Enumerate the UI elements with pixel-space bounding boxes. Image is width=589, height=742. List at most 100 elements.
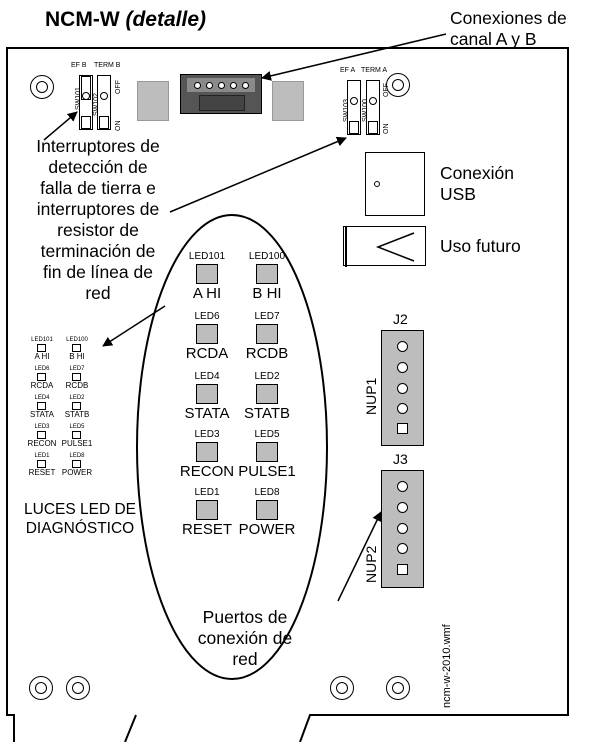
led-small-indicator	[37, 460, 46, 468]
led-small-indicator	[37, 431, 46, 439]
mounting-hole-top-right	[386, 73, 410, 97]
led-large-label: A HI	[192, 285, 222, 302]
mounting-hole-bottom-right-1	[330, 676, 354, 700]
led-large-label: RCDB	[245, 345, 289, 362]
led-small-indicator	[72, 402, 81, 410]
led-small-label: STATB	[64, 410, 90, 419]
led-large-id: LED6	[194, 311, 220, 322]
led-small-label: POWER	[61, 468, 93, 477]
led-large-indicator	[256, 442, 278, 462]
led-small-indicator	[72, 344, 81, 352]
label-term-a: TERM A	[361, 67, 388, 74]
led-large-id: LED101	[188, 251, 226, 262]
led-large-label: STATB	[243, 405, 291, 422]
label-j3: J3	[393, 451, 408, 467]
mounting-hole-bottom-right-2	[386, 676, 410, 700]
led-large-label: RESET	[181, 521, 232, 538]
led-large-id: LED8	[254, 487, 280, 498]
led-small-indicator	[72, 460, 81, 468]
led-large-indicator	[196, 442, 218, 462]
led-large-indicator	[196, 324, 218, 344]
label-j2: J2	[393, 311, 408, 327]
arrow-network-ports	[337, 511, 382, 602]
label-term-b: TERM B	[94, 62, 121, 69]
led-small-id: LED8	[69, 453, 85, 459]
title-main: NCM-W	[45, 8, 120, 31]
led-small-id: LED7	[69, 366, 85, 372]
page-title: NCM-W (detalle)	[45, 8, 206, 32]
led-small-label: RECON	[27, 439, 57, 448]
arrow-diagnostic-leds	[102, 305, 166, 347]
led-small-id: LED3	[34, 424, 50, 430]
led-large-indicator	[196, 384, 218, 404]
led-large-label: B HI	[252, 285, 282, 302]
led-small-label: STATA	[30, 410, 54, 419]
led-small-indicator	[37, 373, 46, 381]
connector-j2	[381, 330, 424, 446]
channel-terminal-block	[180, 74, 262, 114]
arrow-switch-a	[169, 136, 347, 213]
arrow-channel-connections	[261, 33, 447, 81]
led-large-id: LED100	[248, 251, 286, 262]
led-large-id: LED3	[194, 429, 220, 440]
led-small-indicator	[37, 344, 46, 352]
switch-sw101	[79, 75, 93, 130]
mounting-hole-bottom-left-2	[66, 676, 90, 700]
led-small-label: PULSE1	[61, 439, 93, 448]
led-large-id: LED1	[194, 487, 220, 498]
switch-sw103	[347, 80, 361, 135]
led-small-indicator	[72, 431, 81, 439]
label-ef-b: EF B	[71, 62, 87, 69]
connector-j3	[381, 470, 424, 588]
title-detail: (detalle)	[125, 8, 206, 31]
arrow-switch-b	[43, 111, 78, 141]
mounting-hole-top-left	[30, 75, 54, 99]
led-large-id: LED4	[194, 371, 220, 382]
led-large-label: PULSE1	[238, 463, 296, 480]
switch-sw100	[366, 80, 380, 135]
led-small-id: LED2	[69, 395, 85, 401]
future-use-connector	[343, 226, 426, 267]
led-small-label: RCDB	[65, 381, 89, 390]
switch-sw102	[97, 75, 111, 130]
led-large-label: RCDA	[185, 345, 229, 362]
callout-future-use: Uso futuro	[440, 236, 521, 256]
led-large-indicator	[196, 500, 218, 520]
led-small-indicator	[37, 402, 46, 410]
led-small-label: RESET	[28, 468, 56, 477]
component-pad-right	[272, 81, 304, 121]
led-small-id: LED4	[34, 395, 50, 401]
led-large-label: STATA	[184, 405, 230, 422]
led-large-indicator	[256, 384, 278, 404]
led-large-label: POWER	[238, 521, 296, 538]
led-large-indicator	[196, 264, 218, 284]
led-small-indicator	[72, 373, 81, 381]
label-ef-a: EF A	[340, 67, 356, 74]
led-small-id: LED5	[69, 424, 85, 430]
led-large-id: LED7	[254, 311, 280, 322]
led-small-id: LED101	[31, 337, 53, 343]
led-small-id: LED1	[34, 453, 50, 459]
led-large-indicator	[256, 500, 278, 520]
component-pad-left	[137, 81, 169, 121]
led-large-indicator	[256, 264, 278, 284]
led-large-id: LED5	[254, 429, 280, 440]
usb-connector	[365, 152, 425, 216]
led-large-indicator	[256, 324, 278, 344]
led-large-label: RECON	[179, 463, 235, 480]
led-small-label: A HI	[34, 352, 50, 361]
led-small-label: B HI	[69, 352, 85, 361]
led-small-id: LED100	[66, 337, 88, 343]
led-small-id: LED6	[34, 366, 50, 372]
led-highlight-ellipse	[136, 214, 328, 680]
mounting-hole-bottom-left-1	[29, 676, 53, 700]
led-small-label: RCDA	[30, 381, 54, 390]
led-large-id: LED2	[254, 371, 280, 382]
